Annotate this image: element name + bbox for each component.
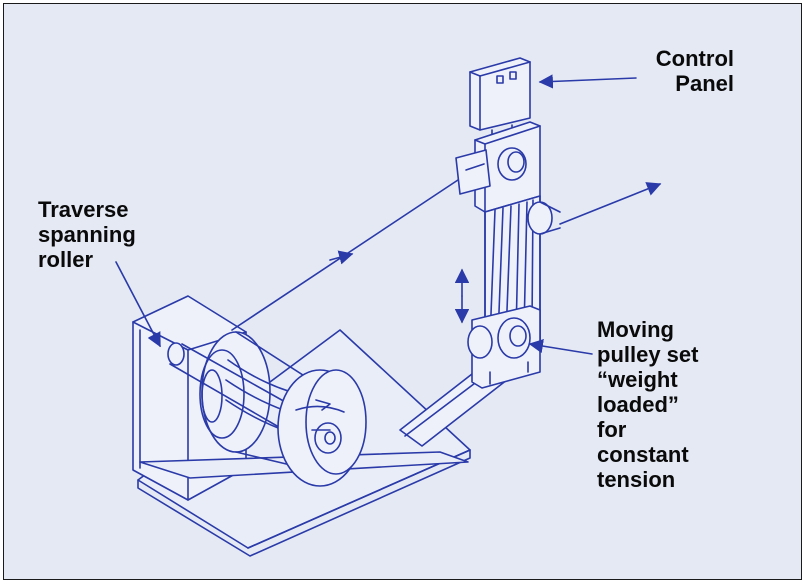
moving-pulley-set [467,305,541,389]
traverse-motion-arrow [559,182,662,225]
threadline-arrow [329,250,354,265]
threadline [231,171,471,331]
control-panel-leader [538,74,637,89]
upper-head-block [455,121,541,213]
flange-disc [277,369,367,487]
control-panel-box [469,57,531,143]
label-control-panel: Control Panel [655,46,734,96]
label-moving-pulley: Moving pulley set “weight loaded” for co… [597,317,699,492]
traverse-roller [167,342,297,431]
diagram-frame [3,3,802,580]
traverse-roller-leader [115,261,161,348]
side-roller [527,201,561,235]
label-traverse-roller: Traverse spanning roller [38,197,136,272]
pulley-leader [528,338,593,355]
